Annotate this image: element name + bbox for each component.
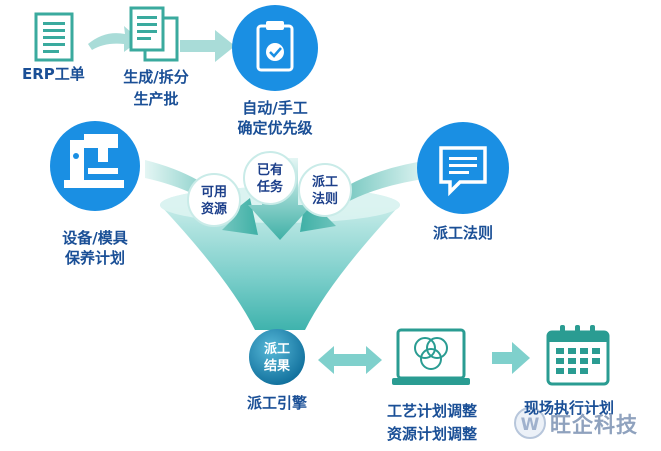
svg-text:W: W <box>521 415 540 435</box>
arrow-erp-to-split <box>88 26 140 52</box>
dispatch-engine-label: 派工引擎 <box>246 394 307 412</box>
existing-task-text: 已有 任务 <box>250 162 290 196</box>
priority-label-1: 自动/手工 <box>242 99 308 117</box>
available-resource-line-2: 资源 <box>200 202 227 217</box>
calendar-icon <box>546 325 610 386</box>
watermark-text: 旺企科技 <box>550 413 638 437</box>
message-icon <box>417 122 509 214</box>
documents-icon <box>129 6 179 62</box>
priority-label-2: 确定优先级 <box>237 119 313 137</box>
clipboard-check-icon <box>232 5 318 91</box>
field-execution-plan-label: 现场执行计划 <box>524 399 615 417</box>
split-batch-label-2: 生产批 <box>133 90 179 108</box>
existing-task-line-1: 已有 <box>256 163 283 178</box>
available-resource-bubble <box>187 173 241 227</box>
document-icon <box>34 12 74 62</box>
equipment-plan-label-2: 保养计划 <box>64 249 125 267</box>
rule-bubble <box>298 163 352 217</box>
dispatch-result-line-1: 派工 <box>263 342 290 357</box>
rule-bubble-line-2: 法则 <box>311 192 338 207</box>
arrow-to-calendar <box>492 342 530 374</box>
double-arrow <box>318 346 382 374</box>
dispatch-result-line-2: 结果 <box>263 359 290 374</box>
dispatch-result-text: 派工 结果 <box>257 341 297 375</box>
resource-plan-label: 资源计划调整 <box>386 425 477 443</box>
rule-flow-arrow <box>300 160 430 232</box>
machine-icon <box>50 121 140 211</box>
dispatch-rule-label: 派工法则 <box>432 224 493 242</box>
erp-order-label: ERP工单 <box>22 65 85 83</box>
rule-bubble-text: 派工 法则 <box>305 174 345 208</box>
available-resource-line-1: 可用 <box>200 185 227 200</box>
result-circle <box>249 329 305 385</box>
split-batch-label-1: 生成/拆分 <box>123 68 189 86</box>
available-resource-text: 可用 资源 <box>194 184 234 218</box>
existing-task-line-2: 任务 <box>256 180 283 195</box>
arrow-split-to-priority <box>180 30 235 62</box>
watermark-logo-icon: W <box>514 407 546 439</box>
monitor-venn-icon <box>392 328 470 385</box>
process-plan-label: 工艺计划调整 <box>386 402 477 420</box>
rule-bubble-line-1: 派工 <box>311 175 338 190</box>
equipment-plan-label-1: 设备/模具 <box>62 229 128 247</box>
existing-task-bubble <box>243 151 297 205</box>
